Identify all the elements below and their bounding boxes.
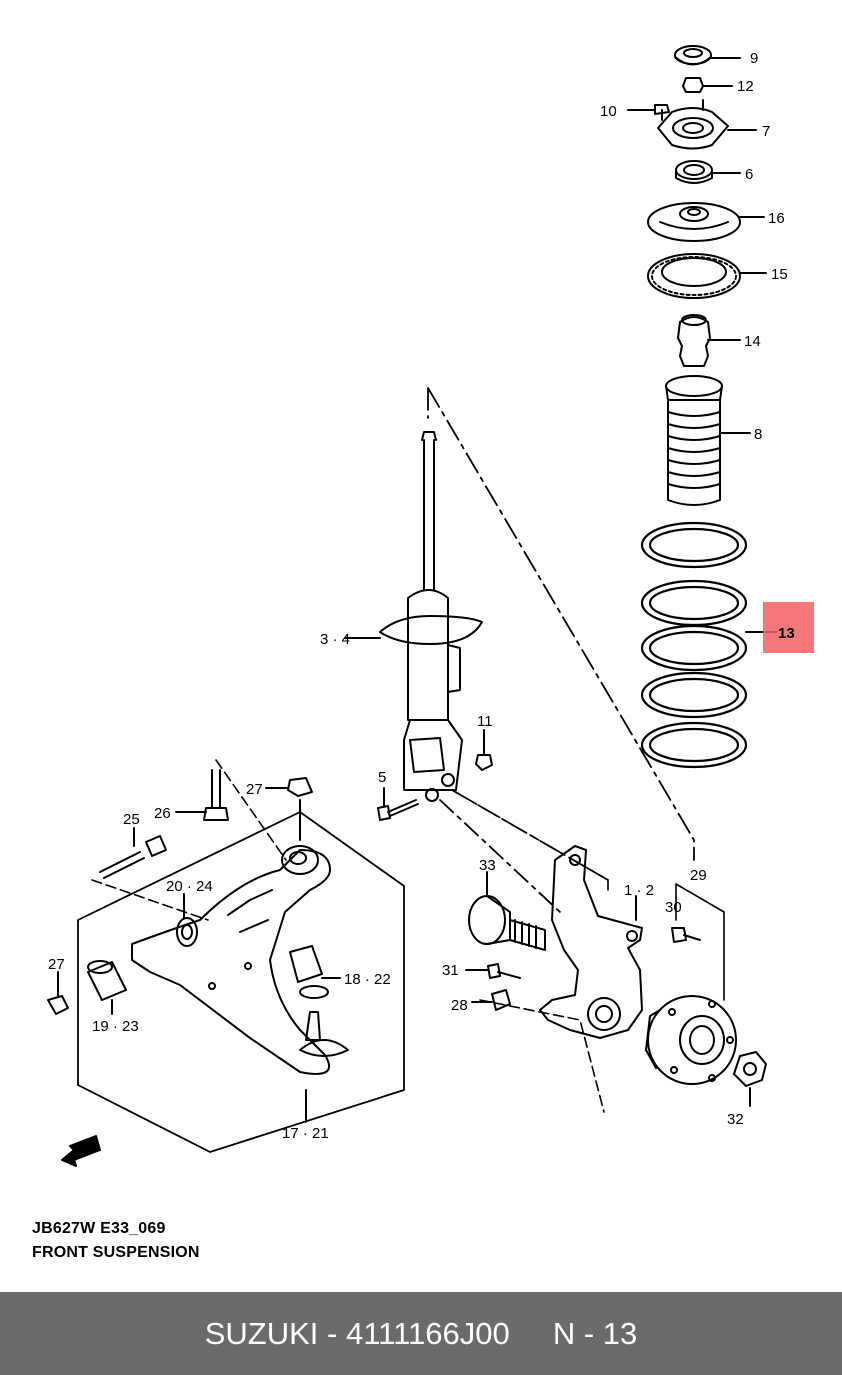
footer-bar: SUZUKI - 4111166J00 N - 13 (0, 1292, 842, 1375)
wheel-hub (645, 927, 767, 1087)
footer-brand: SUZUKI (204, 1315, 319, 1351)
strut-mount-assembly (640, 45, 748, 769)
footer-part-number: 4111166J00 (346, 1315, 510, 1351)
label-14: 14 (744, 333, 761, 350)
label-3-4: 3 · 4 (320, 631, 350, 648)
label-19-23: 19 · 23 (92, 1018, 139, 1035)
label-15: 15 (771, 266, 788, 283)
label-33: 33 (479, 857, 496, 874)
lower-arm-assembly (47, 759, 405, 1153)
highlight-callout-13[interactable] (763, 602, 814, 653)
strut-assembly (379, 431, 483, 802)
label-30: 30 (665, 899, 682, 916)
label-13[interactable]: 13 (778, 625, 795, 642)
label-29: 29 (690, 867, 707, 884)
label-20-24: 20 · 24 (166, 878, 213, 895)
footer-position: N - 13 (552, 1315, 638, 1351)
label-16: 16 (768, 210, 785, 227)
label-10: 10 (600, 103, 617, 120)
label-5: 5 (378, 769, 386, 786)
label-31: 31 (442, 962, 459, 979)
label-7: 7 (762, 123, 770, 140)
exploded-parts-diagram: 9 12 10 7 6 16 15 14 8 3 · 4 11 5 27 26 25 20 · 24 27 19 … (47, 45, 814, 1167)
label-18-22: 18 · 22 (344, 971, 391, 988)
label-27a: 27 (246, 781, 263, 798)
footer-gap (510, 1316, 553, 1352)
diagram-code: JB627W E33_069 (32, 1220, 166, 1237)
label-25: 25 (123, 811, 140, 828)
label-26: 26 (154, 805, 171, 822)
label-12: 12 (737, 78, 754, 95)
label-1-2: 1 · 2 (624, 882, 654, 899)
label-17-21: 17 · 21 (282, 1125, 329, 1142)
label-27b: 27 (48, 956, 65, 973)
label-28: 28 (451, 997, 468, 1014)
diagram-title: FRONT SUSPENSION (32, 1244, 200, 1261)
label-32: 32 (727, 1111, 744, 1128)
label-8: 8 (754, 426, 762, 443)
steering-knuckle (539, 845, 643, 1039)
label-6: 6 (745, 166, 753, 183)
part-labels: 9 12 10 7 6 16 15 14 8 3 · 4 11 5 27 26 25 20 · 24 27 19 … (48, 50, 795, 1142)
footer-separator: - (327, 1315, 338, 1351)
label-11: 11 (477, 713, 493, 730)
label-9: 9 (750, 50, 758, 67)
coil-spring (640, 521, 748, 769)
front-direction-arrow (61, 1135, 101, 1167)
